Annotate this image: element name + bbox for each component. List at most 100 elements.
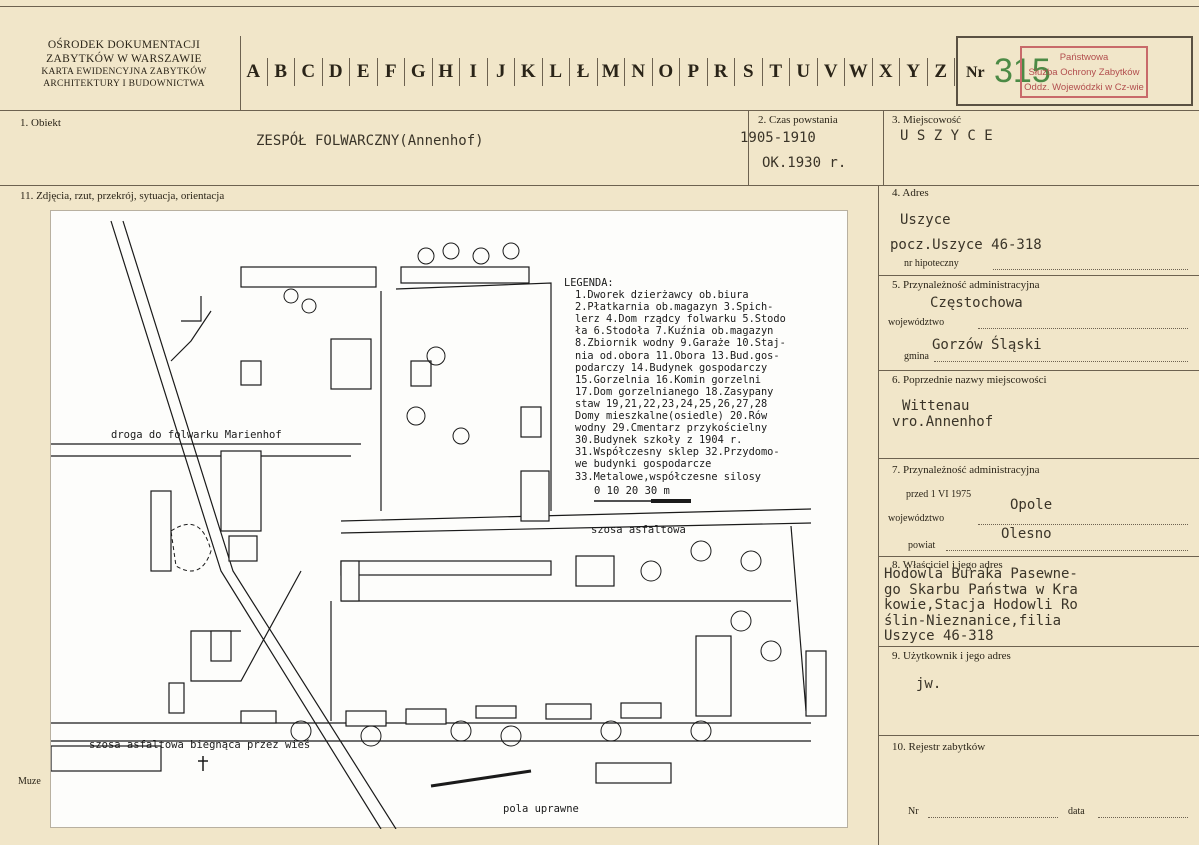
index-letter: U bbox=[790, 58, 818, 86]
index-letter: D bbox=[323, 58, 350, 86]
legend-line: wodny 29.Cmentarz przykościelny bbox=[575, 422, 768, 435]
institution-block: OŚRODEK DOKUMENTACJI ZABYTKÓW W WARSZAWI… bbox=[8, 38, 240, 90]
legend-line: 15.Gorzelnia 16.Komin gorzelni bbox=[575, 373, 761, 386]
adres-value2: pocz.Uszyce 46-318 bbox=[890, 237, 1042, 253]
legend-line: 17.Dom gorzelnianego 18.Zasypany bbox=[575, 385, 774, 398]
obiekt-label: 1. Obiekt bbox=[20, 117, 61, 129]
asphalt-road-bottom bbox=[340, 522, 812, 534]
building-24 bbox=[345, 710, 387, 727]
tree bbox=[730, 610, 752, 632]
building-17-dom bbox=[228, 535, 258, 562]
adres-label: 4. Adres bbox=[892, 187, 929, 199]
index-letter: K bbox=[515, 58, 543, 86]
tree bbox=[450, 720, 472, 742]
poprzednie-divider bbox=[878, 458, 1199, 459]
registry-number-label: Nr bbox=[966, 64, 985, 81]
building-field-left bbox=[150, 490, 172, 572]
building-29-kosciol bbox=[695, 635, 732, 717]
czas-label: 2. Czas powstania bbox=[758, 114, 838, 126]
index-letter: R bbox=[708, 58, 735, 86]
stamp-line1: Państwowa bbox=[1059, 52, 1109, 63]
legend-line: lerz 4.Dom rządcy folwarku 5.Stodo bbox=[575, 313, 786, 326]
index-letter: Y bbox=[900, 58, 928, 86]
index-letter: G bbox=[405, 58, 433, 86]
czas-value2: OK.1930 r. bbox=[762, 155, 847, 171]
rejestr-label: 10. Rejestr zabytków bbox=[892, 741, 986, 753]
obiekt-vdivider bbox=[748, 110, 749, 185]
tree bbox=[472, 247, 490, 265]
woj7-value: Opole bbox=[1010, 497, 1053, 513]
header-divider bbox=[0, 110, 1199, 111]
legend-line: Domy mieszkalne(osiedle) 20.Rów bbox=[575, 410, 768, 423]
gmina-dots bbox=[934, 360, 1188, 362]
registry-number-box bbox=[956, 36, 1193, 106]
lower-plot-right bbox=[790, 525, 807, 712]
obiekt-value: ZESPÓŁ FOLWARCZNY(Annenhof) bbox=[256, 133, 484, 149]
railway-line-2 bbox=[122, 220, 397, 829]
building-3-spichlerz bbox=[240, 266, 377, 288]
tree bbox=[600, 720, 622, 742]
legend-title: LEGENDA: bbox=[564, 277, 614, 289]
index-letter: O bbox=[653, 58, 680, 86]
legend-line: 33.Metalowe,współczesne silosy bbox=[575, 470, 761, 483]
przynal-divider bbox=[878, 370, 1199, 371]
path-lower-left bbox=[190, 570, 302, 682]
adres-divider bbox=[878, 275, 1199, 276]
tree bbox=[500, 725, 522, 747]
wlasciciel-value: Hodowla Buraka Pasewne- go Skarbu Państw… bbox=[884, 566, 1078, 645]
building-27 bbox=[545, 703, 592, 720]
adres-value1: Uszyce bbox=[900, 212, 951, 228]
wlasciciel-label: 8. Właściciel i jego adres bbox=[892, 559, 1003, 571]
index-letter: F bbox=[378, 58, 405, 86]
legend-line: 1.Dworek dzierżawcy ob.biura bbox=[575, 289, 749, 302]
building-31-sklep bbox=[595, 762, 672, 784]
wlasciciel-line: Hodowla Buraka Pasewne- bbox=[884, 566, 1078, 582]
wlasciciel-line: kowie,Stacja Hodowli Ro bbox=[884, 597, 1078, 613]
index-letter: X bbox=[873, 58, 900, 86]
hipoteczny-dots bbox=[993, 268, 1188, 270]
field-boundary bbox=[181, 296, 202, 322]
index-letter: A bbox=[240, 58, 268, 86]
road-asphalt-label: szosa asfaltowa bbox=[591, 524, 686, 536]
tree bbox=[360, 725, 382, 747]
legend-line: ła 6.Stodoła 7.Kuźnia ob.magazyn bbox=[575, 325, 774, 338]
conservation-stamp: Państwowa Służba Ochrony Zabytków Oddz. … bbox=[1020, 46, 1148, 98]
wlasciciel-line: go Skarbu Państwa w Kra bbox=[884, 581, 1078, 598]
tree bbox=[406, 406, 426, 426]
asphalt-road-top bbox=[340, 508, 812, 522]
woj-dots bbox=[978, 327, 1188, 329]
tree bbox=[690, 540, 712, 562]
uzytkownik-value: jw. bbox=[916, 676, 942, 692]
tree bbox=[442, 242, 460, 260]
powiat-value: Olesno bbox=[1001, 526, 1052, 542]
rejestr-data-dots bbox=[1098, 816, 1188, 818]
tree bbox=[290, 720, 312, 742]
powiat-label: powiat bbox=[908, 540, 936, 551]
card-type-line2: ARCHITEKTURY I BUDOWNICTWA bbox=[43, 79, 205, 89]
miejscowosc-value: U S Z Y C E bbox=[900, 128, 993, 144]
index-letter: M bbox=[598, 58, 625, 86]
pond-18 bbox=[170, 523, 212, 572]
przynal7-divider bbox=[878, 556, 1199, 557]
miejscowosc-label: 3. Miejscowość bbox=[892, 114, 962, 126]
tree bbox=[426, 346, 446, 366]
tree bbox=[502, 242, 520, 260]
gmina-label: gmina bbox=[904, 351, 929, 362]
map-legend: LEGENDA: 1.Dworek dzierżawcy ob.biura 2.… bbox=[564, 277, 846, 483]
institution-line1: OŚRODEK DOKUMENTACJI bbox=[47, 39, 201, 51]
stamp-line3: Oddz. Wojewódzki w Cz-wie bbox=[1024, 82, 1144, 93]
hipoteczny-label: nr hipoteczny bbox=[904, 258, 959, 269]
building-21 bbox=[240, 710, 277, 724]
index-letter: C bbox=[295, 58, 323, 86]
building-23 bbox=[51, 745, 162, 772]
building-garage bbox=[520, 406, 542, 438]
przynal-label: 5. Przynależność administracyjna bbox=[892, 279, 1040, 291]
registry-number-value: 315 bbox=[994, 52, 1051, 90]
road-marienhof-label: droga do folwarku Marienhof bbox=[111, 429, 282, 441]
building-5-stodola bbox=[400, 266, 530, 284]
building-28 bbox=[620, 702, 662, 719]
przed-label: przed 1 VI 1975 bbox=[906, 489, 972, 500]
institution-line2: ZABYTKÓW W WARSZAWIE bbox=[46, 53, 202, 65]
site-plan: LEGENDA: 1.Dworek dzierżawcy ob.biura 2.… bbox=[50, 210, 848, 829]
woj7-label: województwo bbox=[888, 513, 945, 524]
